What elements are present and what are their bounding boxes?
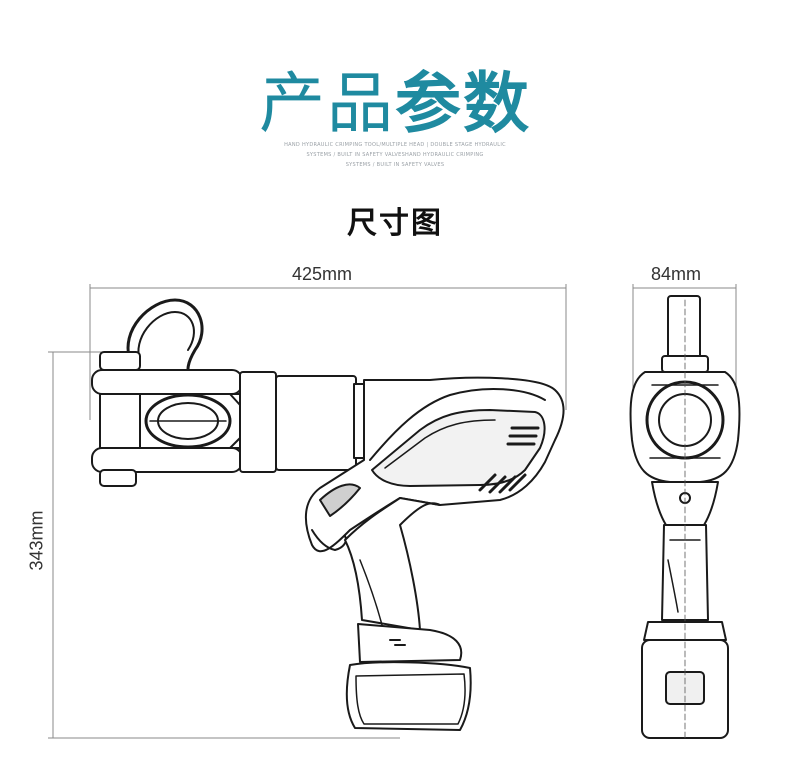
dimension-lines [48,284,737,739]
section-title: 尺寸图 [347,206,443,241]
page-title: 产品参数 [0,50,790,146]
vent-slots [478,426,540,494]
trigger-button [319,483,361,517]
subtitle-line-2: SYSTEMS / BUILT IN SAFETY VALVESHAND HYD… [306,152,484,158]
subtitle-line-3: SYSTEMS / BUILT IN SAFETY VALVES [345,162,445,168]
width-dimension-label: 84mm [651,264,702,284]
cylinder-collar [239,371,277,473]
front-view [629,295,741,739]
title-bold: 参数 [395,65,531,142]
battery-top [357,623,463,663]
battery-pack [345,661,472,731]
head-top-bar [91,369,243,395]
title-light: 产品 [259,65,395,142]
carry-loop [126,298,204,380]
cylinder-body [275,375,357,471]
length-dimension-label: 425mm [292,264,353,284]
front-carry-loop [667,295,701,359]
subtitle-line-1: HAND HYDRAULIC CRIMPING TOOL/MULTIPLE HE… [284,142,506,148]
head-bottom-bar [91,447,243,473]
handle-grip [344,497,441,631]
side-view [91,298,565,731]
display-window [371,409,546,487]
front-battery-top [643,621,727,641]
